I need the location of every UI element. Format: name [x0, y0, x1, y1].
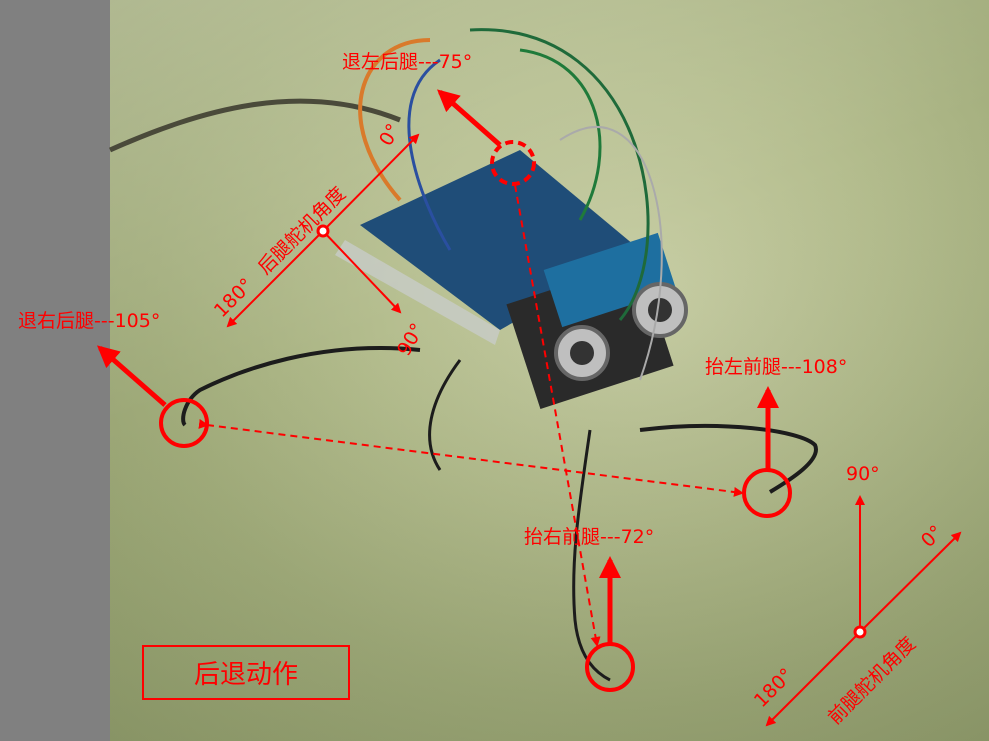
front-servo-90-label: 90°: [846, 463, 880, 485]
gray-side-strip: [0, 0, 110, 741]
rear-left-leg-label: 退左后腿---75°: [342, 51, 473, 73]
motion-title: 后退动作: [193, 660, 298, 690]
rear-servo-angle-diagram: [226, 133, 420, 328]
front-right-leg-label: 抬右前腿---72°: [524, 526, 655, 548]
front-left-leg-marker: [742, 468, 792, 518]
robot-body: [108, 28, 818, 682]
front-left-leg-label: 抬左前腿---108°: [705, 356, 848, 378]
rear-right-leg-label: 退右后腿---105°: [18, 310, 161, 332]
rear-left-leg-marker: [490, 140, 536, 186]
rear-left-backward-arrow: [437, 89, 502, 147]
motion-title-box: 后退动作: [142, 645, 350, 700]
rear-right-backward-arrow: [96, 345, 167, 407]
front-servo-angle-diagram: [765, 495, 962, 727]
